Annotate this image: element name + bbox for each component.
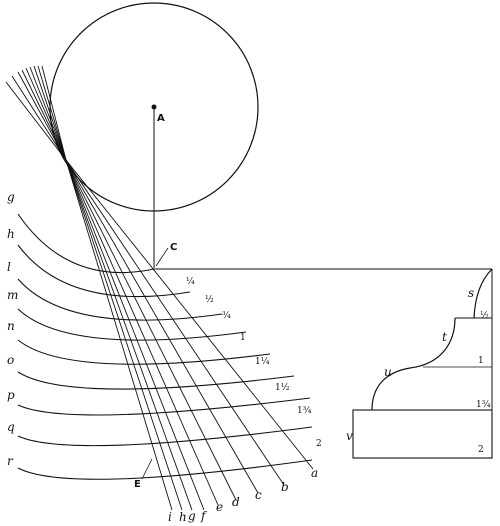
profile-height-1: 1 — [478, 356, 484, 366]
arc-value-label: 1¼ — [255, 356, 270, 367]
ray-line — [41, 65, 314, 470]
label-c: C — [170, 242, 177, 253]
ray-line — [29, 66, 237, 501]
profile-base-block — [352, 409, 493, 459]
arc-label: n — [7, 319, 15, 333]
arc-label: p — [7, 388, 15, 402]
label-a: A — [157, 113, 165, 124]
profile-height-2: 2 — [478, 445, 484, 455]
arc-value-group: ¼½¾ 1 1¼ 1½ 1¾ 2 — [186, 276, 322, 449]
profile-label-s: s — [468, 286, 474, 300]
ray-label: b — [281, 480, 289, 494]
arc-label: g — [7, 190, 15, 204]
molding-profile: s t u v ½ 1 1¾ 2 — [346, 268, 493, 459]
arc-value-label: ¼ — [186, 276, 195, 287]
arc-label: r — [7, 454, 14, 468]
profile-curve-t-u — [371, 317, 456, 411]
arc-group — [17, 213, 313, 480]
arc-line — [17, 397, 311, 416]
label-e: E — [134, 479, 141, 490]
ray-label: g — [188, 509, 196, 523]
arc-value-label: 2 — [316, 439, 322, 449]
profile-label-t: t — [442, 330, 447, 344]
ray-label: i — [168, 510, 172, 524]
arc-line — [17, 278, 223, 321]
ray-label: a — [311, 466, 318, 480]
ray-label: e — [216, 500, 223, 514]
arc-line — [17, 339, 271, 365]
pointer-e — [141, 458, 153, 480]
arc-label: m — [7, 288, 18, 302]
arc-label: o — [7, 353, 14, 367]
arc-label: q — [7, 420, 15, 434]
profile-curve-s — [473, 268, 493, 319]
profile-height-half: ½ — [480, 310, 489, 321]
ray-label: d — [232, 495, 240, 509]
arc-line — [17, 426, 313, 447]
profile-label-u: u — [384, 365, 392, 379]
arc-line — [17, 371, 295, 390]
ray-group — [5, 65, 314, 511]
arc-label: l — [7, 260, 11, 274]
arc-line — [17, 308, 247, 341]
ray-label: c — [255, 488, 262, 502]
arc-label: h — [7, 227, 15, 241]
ray-line — [17, 71, 193, 511]
arc-label-group: g h lm n o p q r — [7, 190, 18, 468]
pointer-c — [155, 247, 169, 267]
ray-line — [37, 65, 285, 486]
arc-line — [17, 213, 155, 274]
arc-line — [17, 459, 313, 480]
ray-label: f — [200, 509, 208, 523]
profile-label-v: v — [346, 429, 353, 443]
profile-height-1-3-4: 1¾ — [476, 399, 491, 410]
ray-label: h — [179, 510, 187, 524]
arc-value-label: 1¾ — [297, 405, 312, 416]
arc-line — [17, 244, 191, 298]
arc-value-label: 1½ — [275, 382, 290, 393]
arc-value-label: ½ — [205, 294, 214, 305]
arc-value-label: ¾ — [222, 310, 231, 321]
arc-value-label: 1 — [240, 333, 246, 343]
